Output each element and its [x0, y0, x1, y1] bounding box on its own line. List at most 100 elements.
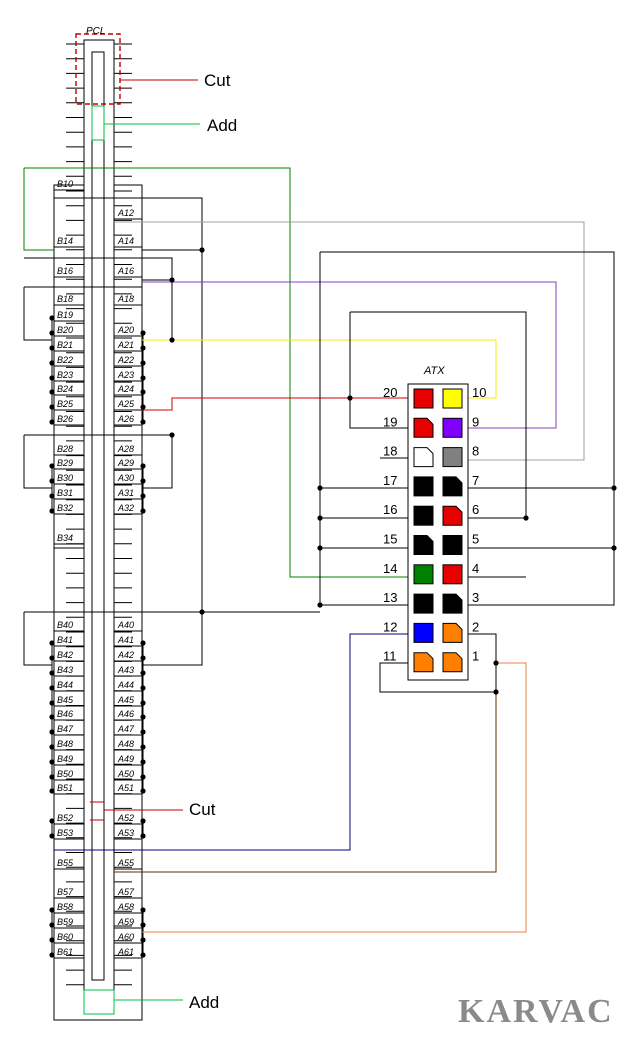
pin-label-a20: A20	[117, 325, 134, 335]
junction-dot	[347, 395, 353, 401]
junction-dot	[169, 432, 175, 438]
pin-label-b30: B30	[57, 473, 73, 483]
pin-label-b50: B50	[57, 769, 73, 779]
junction-dot	[611, 485, 617, 491]
junction-dot	[140, 345, 146, 351]
pin-label-a42: A42	[117, 650, 134, 660]
atx-pin-number-6: 6	[472, 502, 479, 517]
junction-dot	[140, 670, 146, 676]
pin-label-b52: B52	[57, 813, 73, 823]
junction-dot	[140, 788, 146, 794]
junction-dot	[140, 714, 146, 720]
wire-black-atx	[349, 312, 412, 429]
junction-dot	[140, 729, 146, 735]
pin-label-b42: B42	[57, 650, 73, 660]
atx-pin-number-5: 5	[472, 532, 479, 547]
pin-label-a41: A41	[117, 635, 134, 645]
pin-label-b43: B43	[57, 665, 73, 675]
junction-dot	[140, 937, 146, 943]
pin-label-a48: A48	[117, 739, 134, 749]
wire-black-atx	[379, 633, 497, 693]
pin-label-a32: A32	[117, 503, 134, 513]
atx-pin-number-19: 19	[383, 414, 397, 429]
junction-dot	[49, 640, 55, 646]
junction-dot	[49, 670, 55, 676]
atx-pin-left-19	[413, 417, 434, 438]
atx-pin-right-4	[442, 564, 463, 585]
junction-dot	[49, 655, 55, 661]
pin-label-a18: A18	[117, 294, 134, 304]
junction-dot	[49, 389, 55, 395]
pin-label-b29: B29	[57, 458, 73, 468]
pin-label-a25: A25	[117, 399, 135, 409]
cut-callout-bottom: Cut	[189, 800, 216, 819]
junction-dot	[140, 774, 146, 780]
pin-label-a45: A45	[117, 695, 135, 705]
cut-region-top	[75, 33, 121, 105]
pin-label-a60: A60	[117, 932, 134, 942]
junction-dot	[611, 545, 617, 551]
junction-dot	[493, 660, 499, 666]
junction-dot	[199, 247, 205, 253]
pin-label-b24: B24	[57, 384, 73, 394]
slot-inner	[91, 51, 105, 981]
pin-label-a44: A44	[117, 680, 134, 690]
pin-label-a12: A12	[117, 208, 134, 218]
junction-dot	[317, 515, 323, 521]
add-callout-bottom: Add	[189, 993, 219, 1012]
wire-black	[24, 434, 173, 489]
junction-dot	[140, 375, 146, 381]
atx-pin-right-5	[442, 535, 463, 555]
atx-pin-number-9: 9	[472, 414, 479, 429]
wires	[23, 167, 615, 933]
atx-pin-number-2: 2	[472, 619, 479, 634]
add-callout-top: Add	[207, 116, 237, 135]
junction-dot	[49, 345, 55, 351]
pin-label-a59: A59	[117, 917, 134, 927]
atx-pin-number-10: 10	[472, 385, 486, 400]
wire-black	[142, 258, 173, 341]
junction-dot	[49, 315, 55, 321]
atx-pin-number-1: 1	[472, 649, 479, 664]
pin-label-b48: B48	[57, 739, 73, 749]
junction-dot	[140, 655, 146, 661]
atx-pin-right-7	[442, 476, 463, 497]
pin-label-a46: A46	[117, 709, 134, 719]
pin-label-b58: B58	[57, 902, 73, 912]
wire-black	[23, 612, 52, 666]
junction-dot	[140, 759, 146, 765]
pin-label-b31: B31	[57, 488, 73, 498]
pin-label-b18: B18	[57, 294, 73, 304]
wire-yellow	[142, 339, 497, 399]
wire-black-atx	[350, 311, 527, 519]
junction-dot	[140, 419, 146, 425]
junction-dot	[140, 922, 146, 928]
wire-purple	[142, 281, 557, 429]
junction-dot	[49, 330, 55, 336]
atx-pin-right-8	[442, 447, 463, 468]
pin-label-a47: A47	[117, 724, 135, 734]
wire-orange	[142, 662, 527, 933]
junction-dot	[49, 818, 55, 824]
pin-label-a14: A14	[117, 236, 134, 246]
pcl-label: PCL	[86, 26, 105, 37]
junction-dot	[140, 907, 146, 913]
junction-dot	[140, 833, 146, 839]
junction-dot	[49, 404, 55, 410]
junction-dot	[317, 602, 323, 608]
atx-pin-number-14: 14	[383, 561, 397, 576]
junction-dots	[49, 247, 617, 958]
pin-label-a31: A31	[117, 488, 134, 498]
atx-pin-left-15	[413, 535, 434, 555]
pin-label-a53: A53	[117, 828, 134, 838]
pin-label-b20: B20	[57, 325, 73, 335]
junction-dot	[140, 493, 146, 499]
atx-pin-left-20	[413, 388, 434, 409]
atx-pin-left-18	[413, 447, 434, 468]
wire-black	[53, 190, 203, 666]
atx-pin-left-17	[413, 476, 434, 497]
junction-dot	[49, 922, 55, 928]
pin-label-b41: B41	[57, 635, 73, 645]
atx-pin-number-7: 7	[472, 473, 479, 488]
